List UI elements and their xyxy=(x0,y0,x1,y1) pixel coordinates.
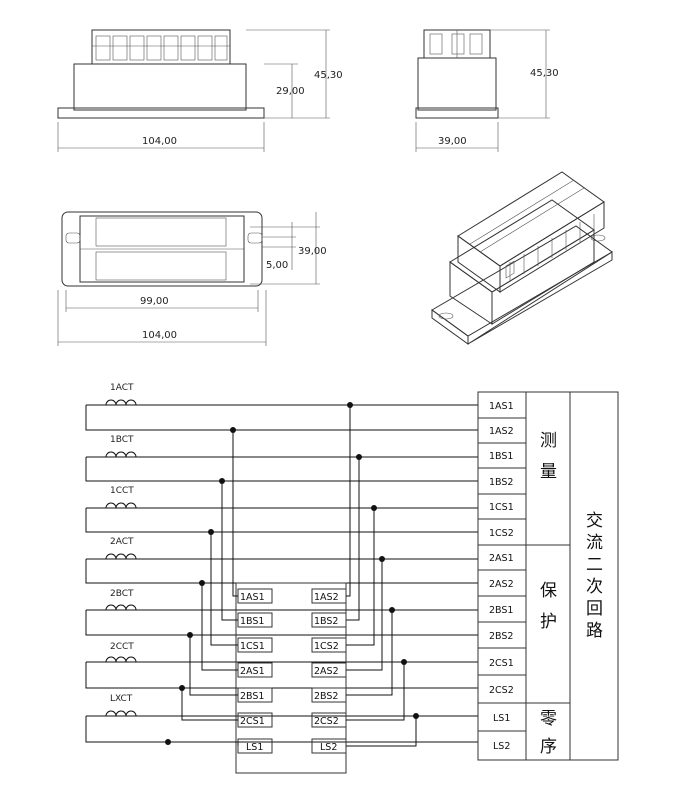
block-left-5: 2BS1 xyxy=(240,691,264,702)
ct-label-1bct: 1BCT xyxy=(110,435,134,445)
terminal-2bs1: 2BS1 xyxy=(489,605,513,616)
block-right-4: 2AS2 xyxy=(314,666,339,677)
front-height-body-label: 29,00 xyxy=(276,86,305,97)
ct-label-1act: 1ACT xyxy=(110,383,134,393)
terminal-2as1: 2AS1 xyxy=(489,553,514,564)
wiring-diagram: 1ACT 1BCT 1CCT 2ACT 2BCT 2CCT LXCT xyxy=(85,383,619,774)
terminal-2as2: 2AS2 xyxy=(489,579,514,590)
terminal-ls1: LS1 xyxy=(493,713,510,724)
block-right-5: 2BS2 xyxy=(314,691,338,702)
top-view: 39,00 5,00 99,00 104,00 xyxy=(57,211,327,346)
main-label-char-3: 二 xyxy=(586,555,603,575)
cross-connections xyxy=(168,405,417,747)
side-height-label: 45,30 xyxy=(530,68,559,79)
terminal-2bs2: 2BS2 xyxy=(489,631,513,642)
terminal-1as1: 1AS1 xyxy=(489,401,514,412)
group-protect-char-2: 护 xyxy=(540,612,557,632)
ct-label-2bct: 2BCT xyxy=(110,589,134,599)
ct-label-2act: 2ACT xyxy=(110,537,134,547)
top-mount-width-label: 99,00 xyxy=(140,296,169,307)
block-right-1: 1AS2 xyxy=(314,592,339,603)
main-label-char-6: 路 xyxy=(586,621,603,641)
terminal-1bs1: 1BS1 xyxy=(489,451,513,462)
ct-label-lxct: LXCT xyxy=(110,694,133,704)
terminal-strip: 1AS1 1AS2 1BS1 1BS2 1CS1 1CS2 2AS1 2AS2 … xyxy=(477,391,619,761)
group-zero-char-1: 零 xyxy=(540,709,557,729)
terminal-ls2: LS2 xyxy=(493,741,510,752)
front-width-label: 104,00 xyxy=(142,136,177,147)
group-protect-char-1: 保 xyxy=(540,581,557,601)
block-right-6: 2CS2 xyxy=(314,716,339,727)
block-left-3: 1CS1 xyxy=(240,641,265,652)
terminal-2cs1: 2CS1 xyxy=(489,658,514,669)
side-view: 45,30 39,00 xyxy=(415,29,559,152)
block-right-2: 1BS2 xyxy=(314,616,338,627)
terminal-1bs2: 1BS2 xyxy=(489,477,513,488)
front-view: 29,00 45,30 104,00 xyxy=(57,29,343,152)
block-left-2: 1BS1 xyxy=(240,616,264,627)
block-left-7: LS1 xyxy=(246,742,263,753)
terminal-1cs1: 1CS1 xyxy=(489,502,514,513)
top-depth-label: 39,00 xyxy=(298,246,327,257)
ct-label-2cct: 2CCT xyxy=(110,642,134,652)
isometric-view xyxy=(431,171,613,345)
main-label-char-5: 回 xyxy=(586,599,603,619)
block-right-3: 1CS2 xyxy=(314,641,339,652)
center-terminal-block: 1AS1 1BS1 1CS1 2AS1 2BS1 2CS1 LS1 1AS2 1… xyxy=(235,582,347,774)
group-measure-char-1: 测 xyxy=(540,431,557,451)
terminal-1as2: 1AS2 xyxy=(489,426,514,437)
side-width-label: 39,00 xyxy=(438,136,467,147)
top-hole-label: 5,00 xyxy=(266,260,288,271)
block-left-6: 2CS1 xyxy=(240,716,265,727)
front-height-total-label: 45,30 xyxy=(314,70,343,81)
block-left-1: 1AS1 xyxy=(240,592,265,603)
main-label-char-2: 流 xyxy=(586,533,603,553)
top-total-width-label: 104,00 xyxy=(142,330,177,341)
ct-label-1cct: 1CCT xyxy=(110,486,134,496)
group-measure-char-2: 量 xyxy=(540,462,557,482)
main-label-char-1: 交 xyxy=(586,511,603,531)
block-right-7: LS2 xyxy=(320,742,337,753)
terminal-1cs2: 1CS2 xyxy=(489,528,514,539)
ct-bus-wires xyxy=(85,404,478,743)
ct-coils: 1ACT 1BCT 1CCT 2ACT 2BCT 2CCT LXCT xyxy=(105,383,137,717)
block-left-4: 2AS1 xyxy=(240,666,265,677)
main-label-char-4: 次 xyxy=(586,577,603,597)
junction-dots xyxy=(165,402,419,745)
group-zero-char-2: 序 xyxy=(540,737,557,757)
terminal-2cs2: 2CS2 xyxy=(489,685,514,696)
